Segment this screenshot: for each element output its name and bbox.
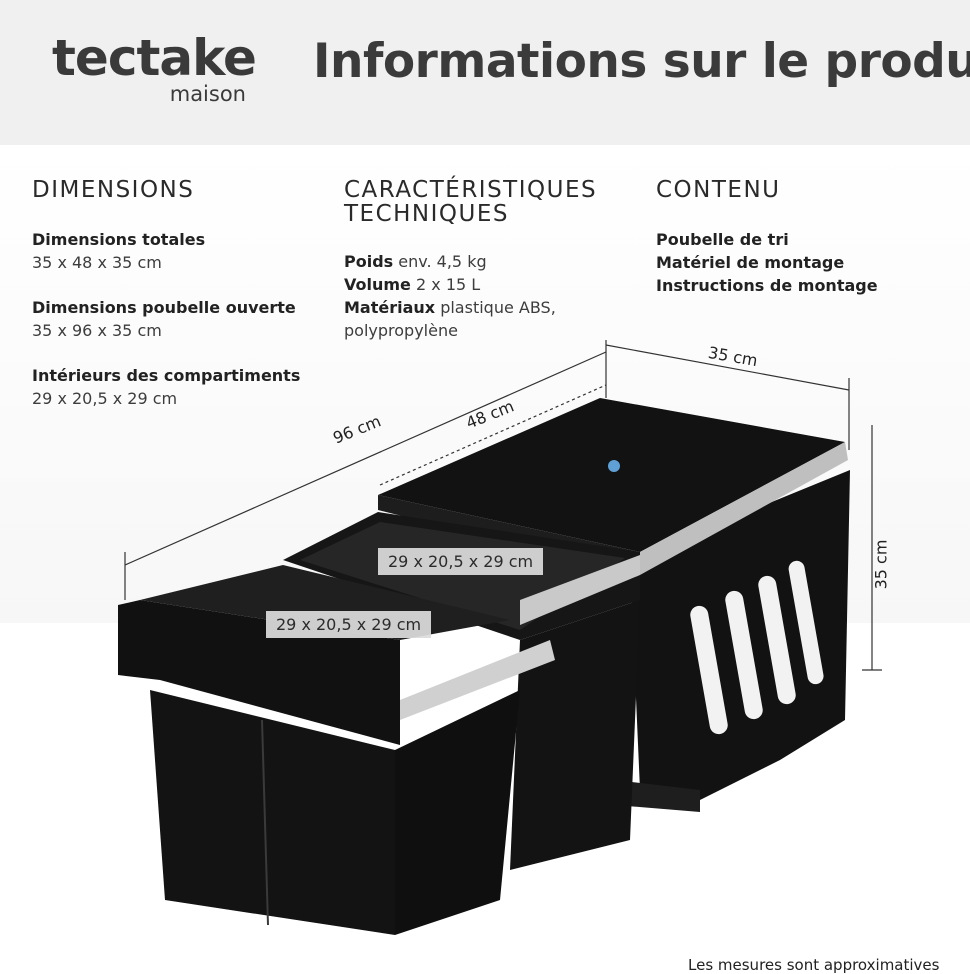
spec-value: 2 x 15 L (416, 275, 481, 294)
brand-sub: maison (169, 82, 246, 106)
rear-frame (615, 470, 850, 812)
compartment-front-label: 29 x 20,5 x 29 cm (266, 611, 432, 638)
brand-logo: tectake maison (52, 29, 257, 106)
contents-item: Poubelle de tri (656, 230, 789, 249)
contents-column: CONTENU Poubelle de tri Matériel de mont… (656, 178, 956, 297)
page-title: Informations sur le produit (313, 34, 970, 89)
dimension-item: Dimensions poubelle ouverte 35 x 96 x 35… (32, 296, 332, 342)
spec-item: Poids env. 4,5 kg (344, 250, 644, 273)
dimension-value: 29 x 20,5 x 29 cm (32, 389, 178, 408)
header-band (0, 0, 970, 145)
spec-label: Matériaux (344, 298, 436, 317)
spec-label: Poids (344, 252, 394, 271)
dimension-value: 35 x 48 x 35 cm (32, 253, 162, 272)
spec-item: Volume 2 x 15 L (344, 273, 644, 296)
dimension-value: 35 x 96 x 35 cm (32, 321, 162, 340)
specs-column: CARACTÉRISTIQUES TECHNIQUES Poids env. 4… (344, 178, 644, 342)
contents-title: CONTENU (656, 177, 781, 203)
dimension-label: Dimensions poubelle ouverte (32, 298, 296, 317)
spec-label: Volume (344, 275, 411, 294)
spec-value: env. 4,5 kg (398, 252, 487, 271)
spec-item: Matériaux plastique ABS, polypropylène (344, 296, 594, 342)
dimension-item: Dimensions totales 35 x 48 x 35 cm (32, 228, 332, 274)
lid-button-icon (608, 460, 620, 472)
specs-title-line1: CARACTÉRISTIQUES (344, 177, 598, 203)
dimension-label: Intérieurs des compartiments (32, 366, 301, 385)
dimensions-title: DIMENSIONS (32, 177, 195, 203)
dimension-item: Intérieurs des compartiments 29 x 20,5 x… (32, 364, 332, 410)
dimensions-column: DIMENSIONS Dimensions totales 35 x 48 x … (32, 178, 332, 432)
specs-title-line2: TECHNIQUES (344, 201, 509, 227)
height-label: 35 cm (871, 539, 891, 590)
contents-item: Matériel de montage (656, 253, 845, 272)
dimension-lines (124, 340, 882, 671)
contents-item: Instructions de montage (656, 276, 878, 295)
compartment-back-label: 29 x 20,5 x 29 cm (378, 548, 544, 575)
spec-value: plastique ABS, polypropylène (344, 298, 556, 340)
dimension-label: Dimensions totales (32, 230, 206, 249)
brand-name: tectake (52, 29, 257, 87)
footnote: Les mesures sont approximatives (688, 956, 940, 974)
